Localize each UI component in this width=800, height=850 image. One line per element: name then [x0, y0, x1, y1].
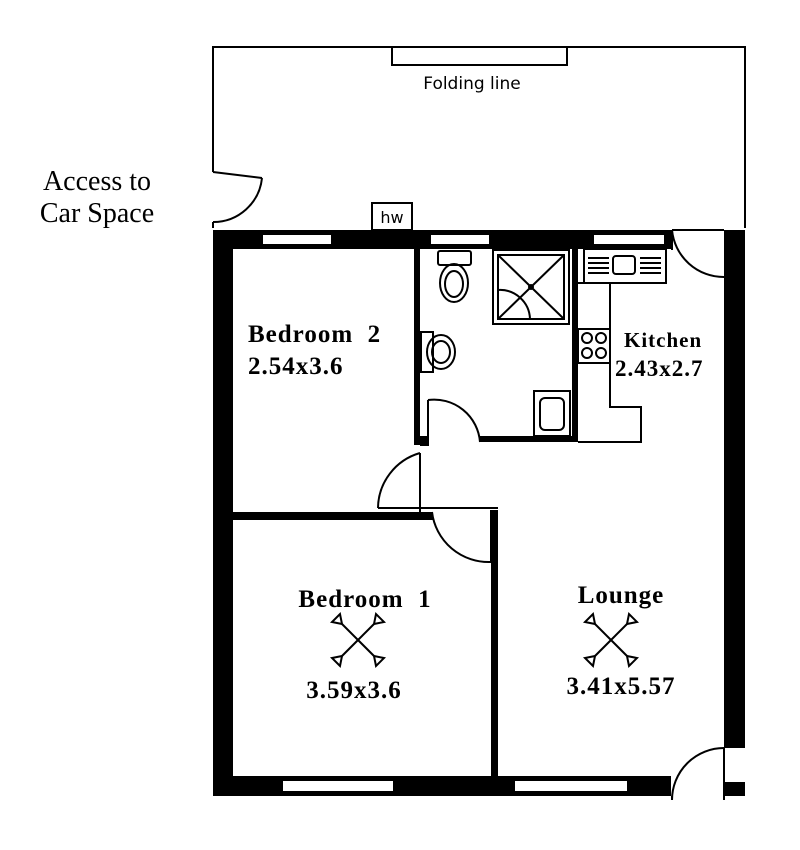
- hot-water-label: hw: [380, 208, 403, 227]
- kitchen-outside-door: [671, 229, 725, 279]
- kitchen-cooktop: [577, 328, 611, 364]
- window-lounge: [513, 779, 629, 793]
- bedroom2-door: [377, 452, 432, 512]
- folding-line-marker: [391, 46, 568, 66]
- access-label-line2: Car Space: [40, 198, 154, 229]
- lounge-size: 3.41x5.57: [567, 673, 676, 700]
- ceiling-fan-lounge: [582, 611, 640, 669]
- car-access-door: [212, 171, 263, 224]
- basin: [420, 331, 456, 373]
- bedroom1-size: 3.59x3.6: [306, 677, 402, 704]
- shower: [492, 249, 570, 325]
- bathroom-door: [427, 398, 481, 446]
- window-kitchen: [592, 233, 666, 246]
- bedroom1-name: Bedroom 1: [298, 586, 431, 613]
- lounge-outside-door: [671, 747, 725, 801]
- kitchen-sink: [583, 248, 667, 284]
- window-bedroom1: [281, 779, 395, 793]
- bedroom2-name: Bedroom 2: [248, 321, 381, 348]
- kitchen-size: 2.43x2.7: [615, 356, 704, 381]
- ceiling-fan-bedroom1: [329, 611, 387, 669]
- window-bedroom2: [261, 233, 333, 246]
- window-bathroom: [429, 233, 491, 246]
- lounge-name: Lounge: [578, 582, 665, 609]
- bedroom1-door: [431, 507, 498, 564]
- folding-line-label: Folding line: [423, 74, 520, 94]
- washing-machine: [533, 390, 571, 437]
- interior-walls: [233, 249, 578, 780]
- access-label-line1: Access to: [43, 166, 151, 197]
- bedroom2-size: 2.54x3.6: [248, 353, 344, 380]
- kitchen-name: Kitchen: [624, 328, 702, 352]
- toilet: [437, 250, 472, 303]
